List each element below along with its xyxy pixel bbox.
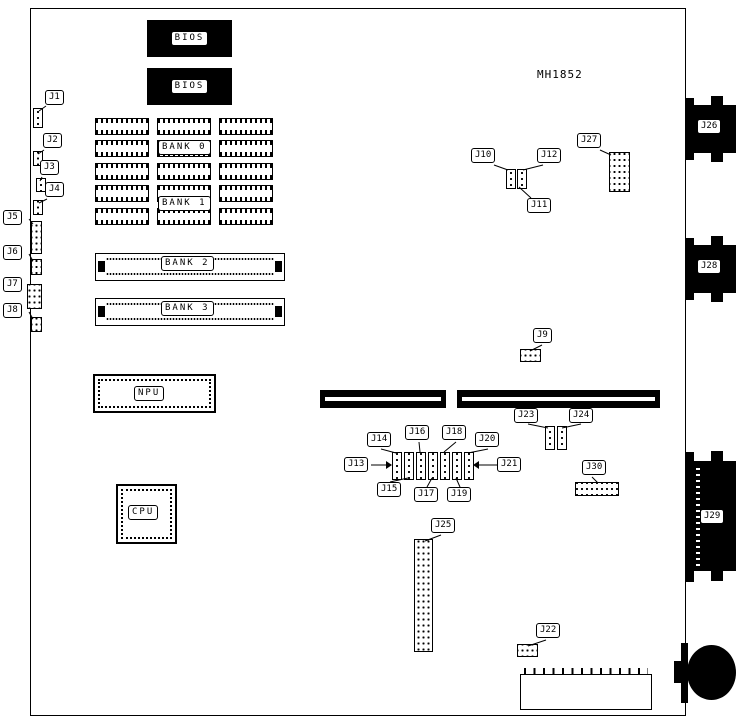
bank3-label: BANK 3 bbox=[161, 301, 214, 316]
memory-chip bbox=[95, 208, 149, 225]
jumper-pins-j5 bbox=[31, 221, 42, 254]
jumper-label-j22: J22 bbox=[536, 623, 561, 638]
jumper-pins-j13-j14 bbox=[392, 452, 402, 480]
memory-chip bbox=[157, 118, 211, 135]
port-j28-screw bbox=[711, 236, 723, 246]
simm-end-cap bbox=[98, 306, 105, 317]
port-j28-bracket bbox=[686, 238, 694, 300]
connector-label-j26: J26 bbox=[697, 119, 722, 134]
jumper-pins-j25 bbox=[414, 539, 433, 652]
port-j29-bracket bbox=[686, 452, 694, 582]
simm-pin-row bbox=[106, 317, 274, 322]
jumper-label-j12: J12 bbox=[537, 148, 562, 163]
jumper-label-j21: J21 bbox=[497, 457, 522, 472]
jumper-label-j14: J14 bbox=[367, 432, 392, 447]
connector-label-j29: J29 bbox=[700, 509, 725, 524]
keyboard-connector-bracket bbox=[681, 643, 688, 703]
expansion-slot bbox=[320, 390, 446, 408]
jumper-label-j1: J1 bbox=[45, 90, 64, 105]
memory-chip bbox=[157, 163, 211, 180]
jumper-pins-j6 bbox=[31, 259, 42, 275]
bank0-label: BANK 0 bbox=[158, 140, 211, 155]
memory-chip bbox=[95, 185, 149, 202]
jumper-label-j4: J4 bbox=[45, 182, 64, 197]
expansion-slot bbox=[457, 390, 660, 408]
jumper-label-j15: J15 bbox=[377, 482, 402, 497]
board-outline bbox=[30, 8, 686, 716]
bios-chip-top: BIOS bbox=[147, 20, 232, 57]
jumper-label-j10: J10 bbox=[471, 148, 496, 163]
jumper-pins-j7 bbox=[27, 284, 42, 309]
jumper-pins-j27 bbox=[609, 152, 630, 192]
simm-end-cap bbox=[98, 261, 105, 272]
keyboard-connector-tab bbox=[674, 661, 682, 683]
memory-chip bbox=[219, 118, 273, 135]
jumper-pins-j16 bbox=[416, 452, 426, 480]
bios-chip-bottom: BIOS bbox=[147, 68, 232, 105]
jumper-label-j5: J5 bbox=[3, 210, 22, 225]
jumper-pins-j19 bbox=[452, 452, 462, 480]
jumper-label-j17: J17 bbox=[414, 487, 439, 502]
jumper-label-j23: J23 bbox=[514, 408, 539, 423]
jumper-label-j20: J20 bbox=[475, 432, 500, 447]
jumper-pins-j4 bbox=[33, 200, 43, 215]
bios-chip-top-label: BIOS bbox=[170, 31, 209, 46]
jumper-label-j24: J24 bbox=[569, 408, 594, 423]
bank2-label: BANK 2 bbox=[161, 256, 214, 271]
npu-label: NPU bbox=[134, 386, 165, 401]
jumper-label-j13: J13 bbox=[344, 457, 369, 472]
memory-chip bbox=[95, 140, 149, 157]
bank1-label: BANK 1 bbox=[158, 196, 211, 211]
jumper-pins-j12 bbox=[517, 169, 527, 189]
jumper-pins-j30 bbox=[575, 482, 619, 496]
jumper-pins-j9 bbox=[520, 349, 541, 362]
port-j29-screw bbox=[711, 451, 723, 461]
jumper-label-j2: J2 bbox=[43, 133, 62, 148]
jumper-pins-j24 bbox=[557, 426, 567, 450]
port-j28-screw bbox=[711, 292, 723, 302]
jumper-pins-j18 bbox=[440, 452, 450, 480]
jumper-label-j7: J7 bbox=[3, 277, 22, 292]
jumper-pins-j17 bbox=[428, 452, 438, 480]
board-part-number: MH1852 bbox=[537, 68, 583, 81]
jumper-label-j9: J9 bbox=[533, 328, 552, 343]
memory-chip bbox=[95, 118, 149, 135]
port-j29-screw bbox=[711, 571, 723, 581]
jumper-label-j11: J11 bbox=[527, 198, 552, 213]
power-connector bbox=[520, 674, 652, 710]
memory-chip bbox=[219, 208, 273, 225]
port-j29-pins bbox=[696, 466, 700, 566]
jumper-label-j25: J25 bbox=[431, 518, 456, 533]
jumper-label-j16: J16 bbox=[405, 425, 430, 440]
jumper-pins-j1 bbox=[33, 108, 43, 128]
jumper-pins-j23 bbox=[545, 426, 555, 450]
port-j26-screw bbox=[711, 96, 723, 106]
jumper-pins-j22 bbox=[517, 644, 538, 657]
connector-label-j28: J28 bbox=[697, 259, 722, 274]
keyboard-connector bbox=[687, 645, 736, 700]
jumper-label-j27: J27 bbox=[577, 133, 602, 148]
jumper-label-j8: J8 bbox=[3, 303, 22, 318]
memory-chip bbox=[95, 163, 149, 180]
cpu-label: CPU bbox=[128, 505, 159, 520]
jumper-pins-j8 bbox=[31, 317, 42, 332]
jumper-label-j18: J18 bbox=[442, 425, 467, 440]
simm-end-cap bbox=[275, 261, 282, 272]
port-j26-screw bbox=[711, 152, 723, 162]
power-connector-pins bbox=[524, 668, 648, 674]
bios-chip-bottom-label: BIOS bbox=[170, 79, 209, 94]
jumper-label-j19: J19 bbox=[447, 487, 472, 502]
simm-end-cap bbox=[275, 306, 282, 317]
memory-chip bbox=[219, 140, 273, 157]
jumper-label-j3: J3 bbox=[40, 160, 59, 175]
jumper-label-j6: J6 bbox=[3, 245, 22, 260]
memory-chip bbox=[219, 163, 273, 180]
jumper-pins-j20-j21 bbox=[464, 452, 474, 480]
jumper-pins-j15 bbox=[404, 452, 414, 480]
simm-pin-row bbox=[106, 272, 274, 277]
jumper-pins-j10-j11 bbox=[506, 169, 516, 189]
jumper-label-j30: J30 bbox=[582, 460, 607, 475]
memory-chip bbox=[219, 185, 273, 202]
port-j26-bracket bbox=[686, 98, 694, 160]
